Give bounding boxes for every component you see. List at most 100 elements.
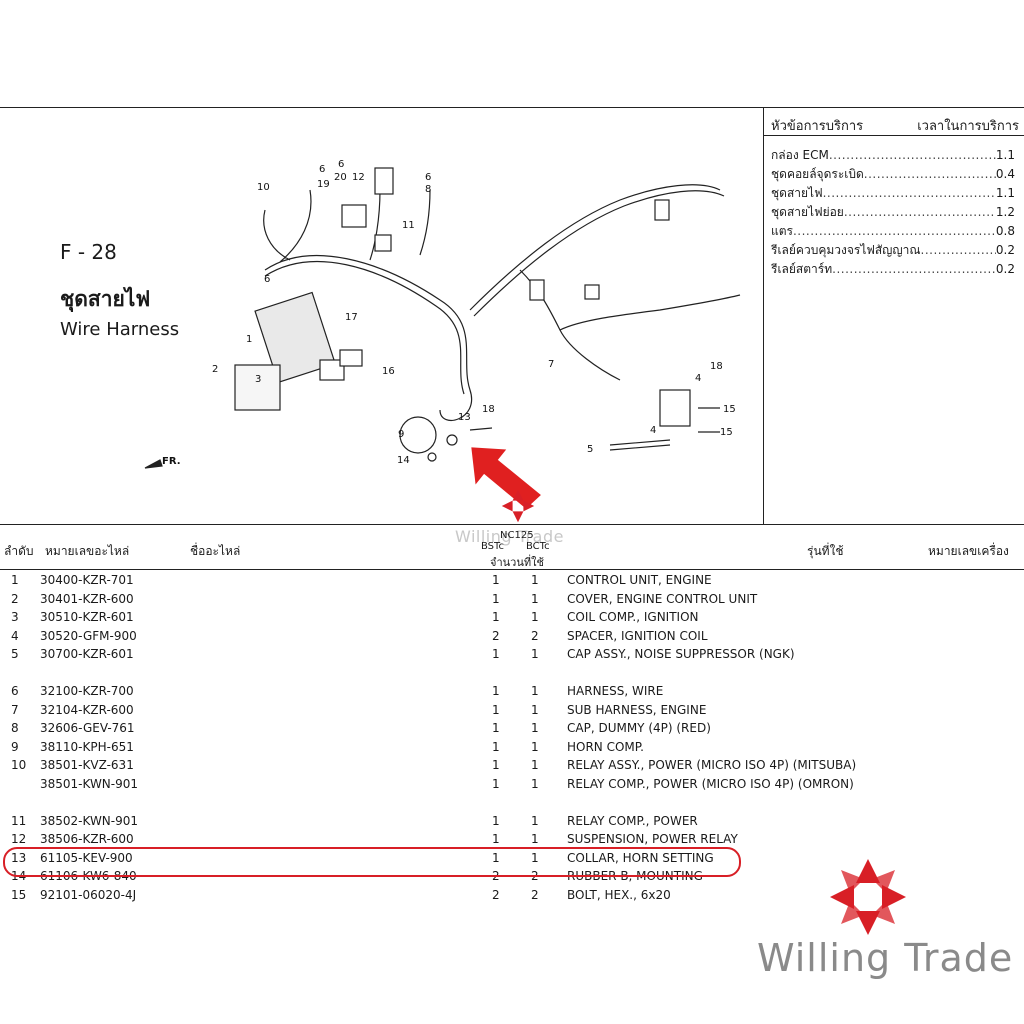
qty-bstc: 1 [492, 683, 500, 698]
part-number: 30510-KZR-601 [40, 610, 134, 625]
callout: 1 [246, 334, 252, 345]
qty-bctc: 2 [531, 628, 539, 643]
sub-harness [519, 269, 741, 331]
row-number: 1 [11, 573, 19, 587]
qty-bstc: 1 [492, 813, 500, 828]
service-item: รีเลย์สตาร์ท0.2 [771, 260, 1015, 279]
leader-dots [832, 262, 996, 276]
service-item: ชุดสายไฟ 1.1 [771, 184, 1015, 203]
leader-dots [823, 186, 996, 200]
leader-dots [793, 224, 996, 238]
part-number: 92101-06020-4J [40, 887, 137, 902]
part-name-english: COLLAR, HORN SETTING [567, 850, 714, 865]
callout: 17 [345, 312, 358, 323]
fr-label: FR. [162, 456, 181, 467]
header-divider [0, 569, 1024, 570]
part-name-english: COVER, ENGINE CONTROL UNIT [567, 591, 758, 606]
part-name-english: HORN COMP. [567, 739, 644, 754]
service-header-divider [764, 135, 1024, 136]
row-number: 2 [11, 591, 19, 606]
qty-bctc: 1 [531, 832, 539, 847]
connector [319, 359, 345, 381]
callout: 8 [425, 184, 431, 195]
service-item: ชุดคอยล์จุดระเบิด0.4 [771, 165, 1015, 184]
service-item-name: แตร [771, 224, 793, 238]
callout: 20 [334, 172, 347, 183]
row-number: 7 [11, 702, 19, 717]
table-row: 1238506-KZR-600ยางกันสะเทือนรีเลย์หลัก11… [0, 832, 1024, 851]
callout: 3 [255, 374, 261, 385]
qty-bstc: 1 [492, 721, 500, 736]
service-item-time: 0.8 [995, 224, 1015, 238]
relay [374, 234, 392, 252]
service-item: แตร 0.8 [771, 222, 1015, 241]
figure-title-thai: ชุดสายไฟ [60, 287, 151, 311]
callout: 12 [352, 172, 365, 183]
qty-bctc: 1 [531, 739, 539, 754]
qty-bctc: 1 [531, 610, 539, 625]
part-name-english: RELAY ASSY., POWER (MICRO ISO 4P) (MITSU… [567, 758, 857, 773]
header-engine-no: หมายเลขเครื่อง [928, 544, 1009, 558]
service-item-name: ชุดสายไฟย่อย [771, 205, 844, 219]
row-number: 5 [11, 647, 19, 662]
part-name-english: SUSPENSION, POWER RELAY [567, 832, 738, 847]
service-item-name: ชุดสายไฟ [771, 186, 823, 200]
row-number: 15 [11, 887, 27, 902]
harness-main-line [264, 254, 473, 421]
callout: 16 [382, 366, 395, 377]
callout: 7 [548, 359, 554, 370]
part-number: 32606-GEV-761 [40, 721, 135, 736]
leader-dots [864, 167, 996, 181]
row-number: 6 [11, 683, 19, 698]
horn-rubber [427, 452, 437, 462]
part-number: 30401-KZR-600 [40, 591, 134, 606]
fr-arrow-icon [144, 459, 163, 469]
service-header-time: เวลาในการบริการ [917, 119, 1019, 134]
qty-bstc: 1 [492, 702, 500, 717]
row-number: 4 [11, 628, 19, 643]
service-item-name: รีเลย์สตาร์ท [771, 262, 833, 276]
connector [529, 279, 545, 301]
watermark-text: Willing Trade [455, 527, 564, 546]
qty-bctc: 1 [531, 721, 539, 736]
service-item-time: 1.1 [995, 186, 1015, 200]
qty-bstc: 2 [492, 887, 500, 902]
table-header: ลำดับ หมายเลขอะไหล่ ชื่ออะไหล่ NC125 BST… [0, 528, 1024, 569]
qty-bctc: 1 [531, 573, 539, 587]
spark-plug-cap [609, 439, 671, 451]
qty-bstc: 1 [492, 776, 500, 791]
callout: 15 [720, 427, 733, 438]
connector [654, 199, 670, 221]
qty-bctc: 1 [531, 758, 539, 773]
highlight-outline [3, 847, 741, 877]
harness-main-line-2 [264, 261, 465, 395]
row-number: 9 [11, 739, 19, 754]
bolt [469, 407, 720, 433]
service-item-name: กล่อง ECM [771, 148, 829, 162]
wire-harness-diagram: 1 2 3 4 4 5 6 6 6 6 7 8 9 10 11 12 13 14… [144, 159, 741, 509]
qty-bstc: 1 [492, 758, 500, 773]
qty-bctc: 1 [531, 850, 539, 865]
harness-upper-branch [469, 184, 721, 311]
header-model: NC125 [500, 530, 534, 541]
callout: 15 [723, 404, 736, 415]
row-number: 11 [11, 813, 27, 828]
header-col2: BCTc [526, 541, 550, 552]
qty-bstc: 1 [492, 832, 500, 847]
figure-title-english: Wire Harness [60, 319, 180, 340]
left-wires [263, 189, 431, 263]
part-number: 38506-KZR-600 [40, 832, 134, 847]
header-qty: จำนวนที่ใช้ [490, 556, 544, 569]
qty-bctc: 1 [531, 591, 539, 606]
harness-upper-branch-2 [473, 190, 725, 317]
leader-dots [844, 205, 996, 219]
part-number: 61105-KEV-900 [40, 850, 133, 865]
connector [584, 284, 600, 300]
